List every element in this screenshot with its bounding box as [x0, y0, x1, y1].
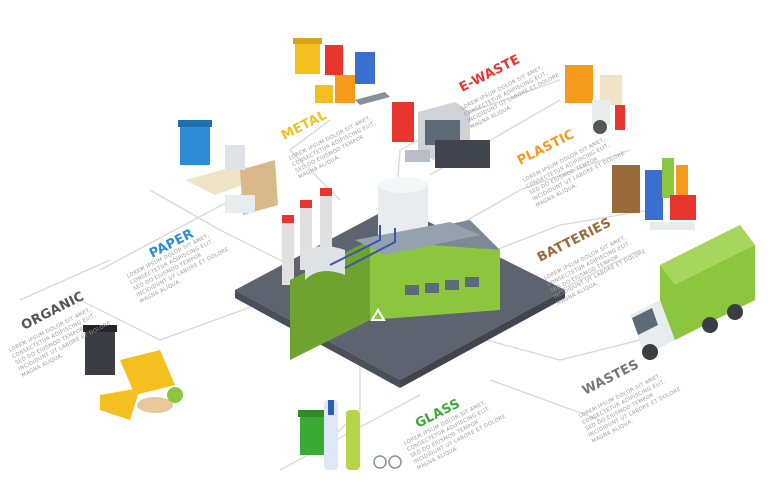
truck-wheel [642, 344, 658, 360]
chimney-3 [320, 188, 332, 258]
stereo-icon [435, 140, 490, 168]
organic-items [83, 325, 183, 420]
chimney-1 [282, 215, 294, 285]
bottle-icon [592, 100, 610, 125]
metal-bin-icon [295, 42, 320, 74]
connector-organic [79, 299, 271, 341]
factory-tank-horizontal [305, 246, 345, 280]
factory-pipes [329, 225, 381, 266]
connector-wastes-text [489, 379, 601, 421]
ewaste-items [392, 102, 490, 168]
connector-metal [288, 119, 341, 201]
metal-items [293, 38, 390, 105]
glass-bin-icon [300, 415, 324, 455]
battery-icon [645, 170, 663, 220]
paper-items [178, 120, 278, 215]
plastic-items [565, 65, 625, 134]
batteries-bin-icon [612, 165, 640, 213]
recycle-icon [370, 308, 386, 321]
organic-bin-icon [85, 330, 115, 375]
pizza-icon [120, 350, 175, 395]
factory-windows [405, 277, 479, 295]
connector-lines [19, 79, 651, 471]
plastic-bin-icon [565, 65, 593, 103]
factory-ground-edge-right [400, 290, 565, 388]
panel-edge-organic [19, 259, 111, 301]
storage-tank [378, 185, 428, 235]
newspaper-icon [225, 195, 255, 213]
apple-icon [167, 387, 183, 403]
bottle-icon-green [346, 410, 360, 470]
truck-windshield [632, 308, 658, 335]
wrench-icon [355, 92, 390, 105]
glass-items [298, 400, 402, 470]
glasses-icon [373, 455, 387, 469]
connector-paper [149, 189, 301, 271]
connector-batteries [469, 209, 651, 261]
garbage-truck [630, 225, 755, 360]
connector-glass [329, 360, 361, 441]
can-icon [325, 45, 343, 75]
factory-wall-front [370, 240, 500, 320]
ewaste-bin-icon [392, 102, 414, 142]
bread-icon [137, 397, 173, 413]
keyboard-icon [405, 150, 430, 162]
connector-plastic [449, 149, 631, 231]
bottle-icon-blue [324, 400, 338, 470]
tin-icon [315, 85, 333, 103]
cup-icon [600, 75, 622, 105]
spray-can-icon [355, 52, 375, 84]
batteries-items [612, 158, 696, 230]
paper-bin-icon [180, 125, 210, 165]
recycling-factory [282, 177, 500, 360]
